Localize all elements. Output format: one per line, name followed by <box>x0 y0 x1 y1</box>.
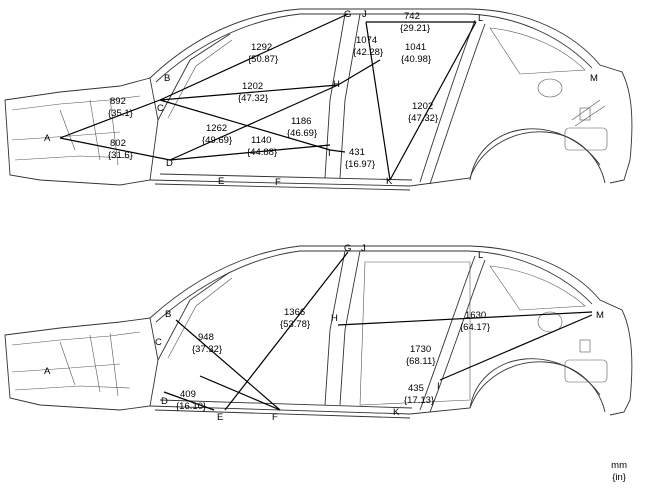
dimension-in: {16.97} <box>345 159 375 170</box>
unit-primary: mm <box>611 460 627 471</box>
point-label: J <box>361 243 366 254</box>
dimension-mm: 948 <box>198 332 214 343</box>
point-label: G <box>344 243 351 254</box>
point-label: M <box>590 73 598 84</box>
dimension-in: {35.1} <box>108 108 133 119</box>
dimension-mm: 409 <box>180 389 196 400</box>
dimension-in: {42.28} <box>353 47 383 58</box>
dimension-mm: 1202 <box>412 101 433 112</box>
point-label: D <box>166 158 173 169</box>
dimension-in: {64.17} <box>460 322 490 333</box>
dimension-in: {47.32} <box>238 93 268 104</box>
dimension-mm: 435 <box>408 383 424 394</box>
units-legend: mm {in} <box>611 460 627 484</box>
top-point-labels: A B C D E F G H I J K L M <box>44 9 598 188</box>
dimension-mm: 1366 <box>284 307 305 318</box>
dimension-mm: 892 <box>110 96 126 107</box>
dimension-in: {37.32} <box>192 344 222 355</box>
bottom-body-outline <box>4 245 633 419</box>
dimension-mm: 1730 <box>410 344 431 355</box>
dimension-mm: 1292 <box>251 42 272 53</box>
point-label: E <box>217 412 223 423</box>
point-label: G <box>344 9 351 20</box>
point-label: C <box>157 103 164 114</box>
dimension-in: {47.32} <box>408 113 438 124</box>
dimension-in: {40.98} <box>401 54 431 65</box>
dimension-mm: 802 <box>110 138 126 149</box>
point-label: H <box>333 79 340 90</box>
dimension-in: {29.21} <box>400 23 430 34</box>
point-label: F <box>275 177 281 188</box>
point-label: D <box>161 396 168 407</box>
point-label: E <box>218 176 224 187</box>
top-measure-lines <box>59 13 477 181</box>
point-label: I <box>437 381 440 392</box>
dimension-mm: 1041 <box>405 42 426 53</box>
point-label: I <box>328 148 331 159</box>
dimension-in: {50.87} <box>248 54 278 65</box>
point-label: K <box>386 176 393 187</box>
point-label: B <box>164 73 170 84</box>
point-label: A <box>44 366 51 377</box>
dimension-in: {16.10} <box>176 401 206 412</box>
dimension-in: {44.88} <box>247 147 277 158</box>
point-label: B <box>165 309 171 320</box>
dimension-in: {68.11} <box>406 356 435 367</box>
point-label: L <box>478 250 483 261</box>
dimension-in: {53.78} <box>280 319 310 330</box>
point-label: H <box>331 313 338 324</box>
dimension-mm: 1074 <box>356 35 377 46</box>
dimension-mm: 1262 <box>206 123 227 134</box>
bottom-measure-lines <box>163 251 593 411</box>
point-label: K <box>393 407 400 418</box>
dimension-mm: 1202 <box>242 81 263 92</box>
dimension-mm: 742 <box>404 11 420 22</box>
dimension-mm: 1140 <box>251 135 271 146</box>
dimension-in: {17.13} <box>404 395 434 406</box>
dimension-mm: 1186 <box>291 116 311 127</box>
dimension-mm: 1630 <box>465 310 486 321</box>
bottom-dimension-labels: 948 {37.32} 409 {16.10} 1366 {53.78} 435… <box>176 307 490 412</box>
dimension-in: {46.69} <box>287 128 317 139</box>
point-label: J <box>362 9 367 20</box>
dimension-in: {31.6} <box>108 150 133 161</box>
point-label: L <box>478 13 483 24</box>
point-label: C <box>155 337 162 348</box>
top-dimension-labels: 1292 {50.87} 892 {35.1} 802 {31.6} 1202 … <box>108 11 438 170</box>
point-label: F <box>272 412 278 423</box>
point-label: M <box>596 310 604 321</box>
point-label: A <box>44 133 51 144</box>
bottom-point-labels: A B C D E F G H I J K L M <box>44 243 604 423</box>
dimension-mm: 431 <box>349 147 365 158</box>
unit-secondary: {in} <box>612 472 626 483</box>
top-body-outline <box>4 8 633 191</box>
dimension-in: {49.69} <box>202 135 232 146</box>
